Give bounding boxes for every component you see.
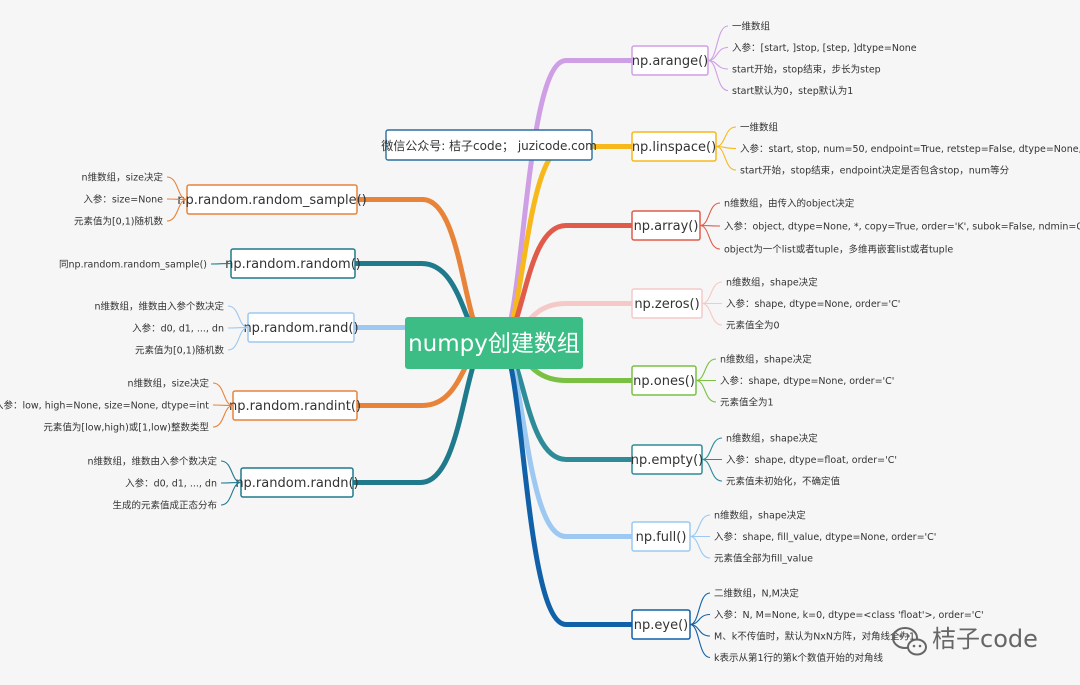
node-randn[interactable]: np.random.randn(): [235, 467, 359, 498]
node-label-array: np.array(): [634, 219, 699, 234]
node-empty[interactable]: np.empty(): [631, 444, 703, 475]
watermark: 桔子code: [892, 625, 1038, 656]
node-array[interactable]: np.array(): [631, 210, 701, 241]
leaf-eye-0: 二维数组，N,M决定: [714, 588, 799, 600]
node-label-random_sample: np.random.random_sample(): [177, 193, 367, 208]
leaf-bracket-eye: [689, 592, 711, 659]
leaf-rand-1: 入参：d0, d1, ..., dn: [132, 323, 224, 335]
center-node[interactable]: numpy创建数组: [405, 317, 583, 369]
leaf-linspace-1: 入参：start, stop, num=50, endpoint=True, r…: [740, 143, 1080, 155]
node-ones[interactable]: np.ones(): [631, 365, 697, 396]
node-full[interactable]: np.full(): [631, 521, 691, 552]
node-label-randint: np.random.randint(): [229, 399, 361, 414]
center-label: numpy创建数组: [408, 331, 580, 357]
leaf-arange-1: 入参：[start, ]stop, [step, ]dtype=None: [732, 42, 917, 54]
leaf-ones-1: 入参：shape, dtype=None, order='C': [720, 375, 894, 387]
leaf-randn-2: 生成的元素值成正态分布: [112, 500, 217, 512]
leaf-eye-3: k表示从第1行的第k个数值开始的对角线: [714, 652, 884, 664]
leaf-array-1: 入参：object, dtype=None, *, copy=True, ord…: [724, 221, 1080, 233]
leaf-linspace-2: start开始，stop结束，endpoint决定是否包含stop，num等分: [740, 165, 1010, 177]
leaf-eye-2: M、k不传值时，默认为NxN方阵，对角线全为1: [714, 631, 915, 643]
node-label-zeros: np.zeros(): [634, 297, 699, 312]
leaf-randint-0: n维数组，size决定: [128, 378, 210, 390]
node-rand[interactable]: np.random.rand(): [243, 312, 359, 343]
leaf-random_sample-1: 入参：size=None: [83, 194, 163, 206]
leaf-randn-0: n维数组，维数由入参个数决定: [87, 456, 217, 468]
leaf-full-2: 元素值全部为fill_value: [714, 553, 813, 565]
node-linspace[interactable]: np.linspace(): [631, 131, 717, 162]
leaf-empty-1: 入参：shape, dtype=float, order='C': [726, 454, 897, 466]
leaf-bracket-full: [689, 514, 711, 559]
leaf-empty-0: n维数组，shape决定: [726, 433, 818, 445]
leaf-ones-0: n维数组，shape决定: [720, 354, 812, 366]
leaf-eye-1: 入参：N, M=None, k=0, dtype=<class 'float'>…: [714, 609, 984, 621]
leaf-random_sample-2: 元素值为[0,1)随机数: [74, 216, 164, 228]
leaf-linspace-0: 一维数组: [740, 122, 779, 134]
leaf-zeros-2: 元素值全为0: [726, 320, 780, 332]
leaf-full-1: 入参：shape, fill_value, dtype=None, order=…: [714, 531, 936, 543]
node-random[interactable]: np.random.random(): [225, 248, 361, 279]
leaf-ones-2: 元素值全为1: [720, 397, 774, 409]
node-label-empty: np.empty(): [631, 453, 703, 468]
leaf-bracket-zeros: [701, 281, 723, 326]
node-label-rand: np.random.rand(): [243, 321, 358, 336]
node-label-linspace: np.linspace(): [632, 140, 716, 155]
branch-curve-linspace: [497, 143, 635, 346]
leaf-random-0: 同np.random.random_sample(): [59, 260, 207, 271]
leaf-full-0: n维数组，shape决定: [714, 510, 806, 522]
leaf-bracket-ones: [695, 358, 717, 403]
wechat-icon: [892, 627, 927, 656]
leaf-random_sample-0: n维数组，size决定: [82, 172, 164, 184]
leaf-bracket-rand: [227, 305, 249, 351]
leaf-randn-1: 入参：d0, d1, ..., dn: [125, 478, 217, 490]
banner: 微信公众号: 桔子code； juzicode.com: [381, 129, 597, 161]
leaf-rand-0: n维数组，维数由入参个数决定: [94, 301, 224, 313]
banner-text: 微信公众号: 桔子code； juzicode.com: [381, 139, 597, 153]
node-label-random: np.random.random(): [225, 257, 361, 272]
leaf-arange-0: 一维数组: [732, 21, 771, 33]
node-eye[interactable]: np.eye(): [631, 609, 691, 640]
leaf-bracket-randint: [212, 382, 234, 428]
leaf-bracket-empty: [701, 437, 723, 482]
node-label-ones: np.ones(): [633, 374, 695, 389]
leaf-bracket-array: [699, 202, 721, 250]
leaf-bracket-random: [210, 262, 232, 265]
leaf-arange-2: start开始，stop结束，步长为step: [732, 64, 881, 76]
node-zeros[interactable]: np.zeros(): [631, 288, 703, 319]
leaf-zeros-0: n维数组，shape决定: [726, 277, 818, 289]
leaf-arange-3: start默认为0，step默认为1: [732, 85, 853, 97]
leaf-rand-2: 元素值为[0,1)随机数: [135, 345, 225, 357]
leaf-array-2: object为一个list或者tuple，多维再嵌套list或者tuple: [724, 244, 953, 256]
branch-curve-eye: [497, 340, 635, 628]
leaf-empty-2: 元素值未初始化，不确定值: [726, 476, 841, 488]
watermark-text: 桔子code: [932, 625, 1038, 653]
leaf-bracket-linspace: [715, 126, 737, 171]
node-label-arange: np.arange(): [632, 54, 709, 69]
node-randint[interactable]: np.random.randint(): [229, 390, 361, 421]
leaf-randint-1: 入参：low, high=None, size=None, dtype=int: [0, 400, 209, 412]
leaf-bracket-random_sample: [166, 176, 188, 222]
node-label-eye: np.eye(): [634, 618, 688, 633]
leaf-randint-2: 元素值为[low,high)或[1,low)整数类型: [43, 422, 209, 434]
node-arange[interactable]: np.arange(): [631, 45, 709, 76]
node-random_sample[interactable]: np.random.random_sample(): [177, 184, 367, 215]
leaf-zeros-1: 入参：shape, dtype=None, order='C': [726, 298, 900, 310]
leaf-bracket-arange: [707, 25, 729, 92]
node-label-full: np.full(): [636, 530, 687, 545]
node-label-randn: np.random.randn(): [235, 476, 358, 491]
leaf-array-0: n维数组，由传入的object决定: [724, 198, 855, 210]
leaf-bracket-randn: [220, 460, 242, 506]
